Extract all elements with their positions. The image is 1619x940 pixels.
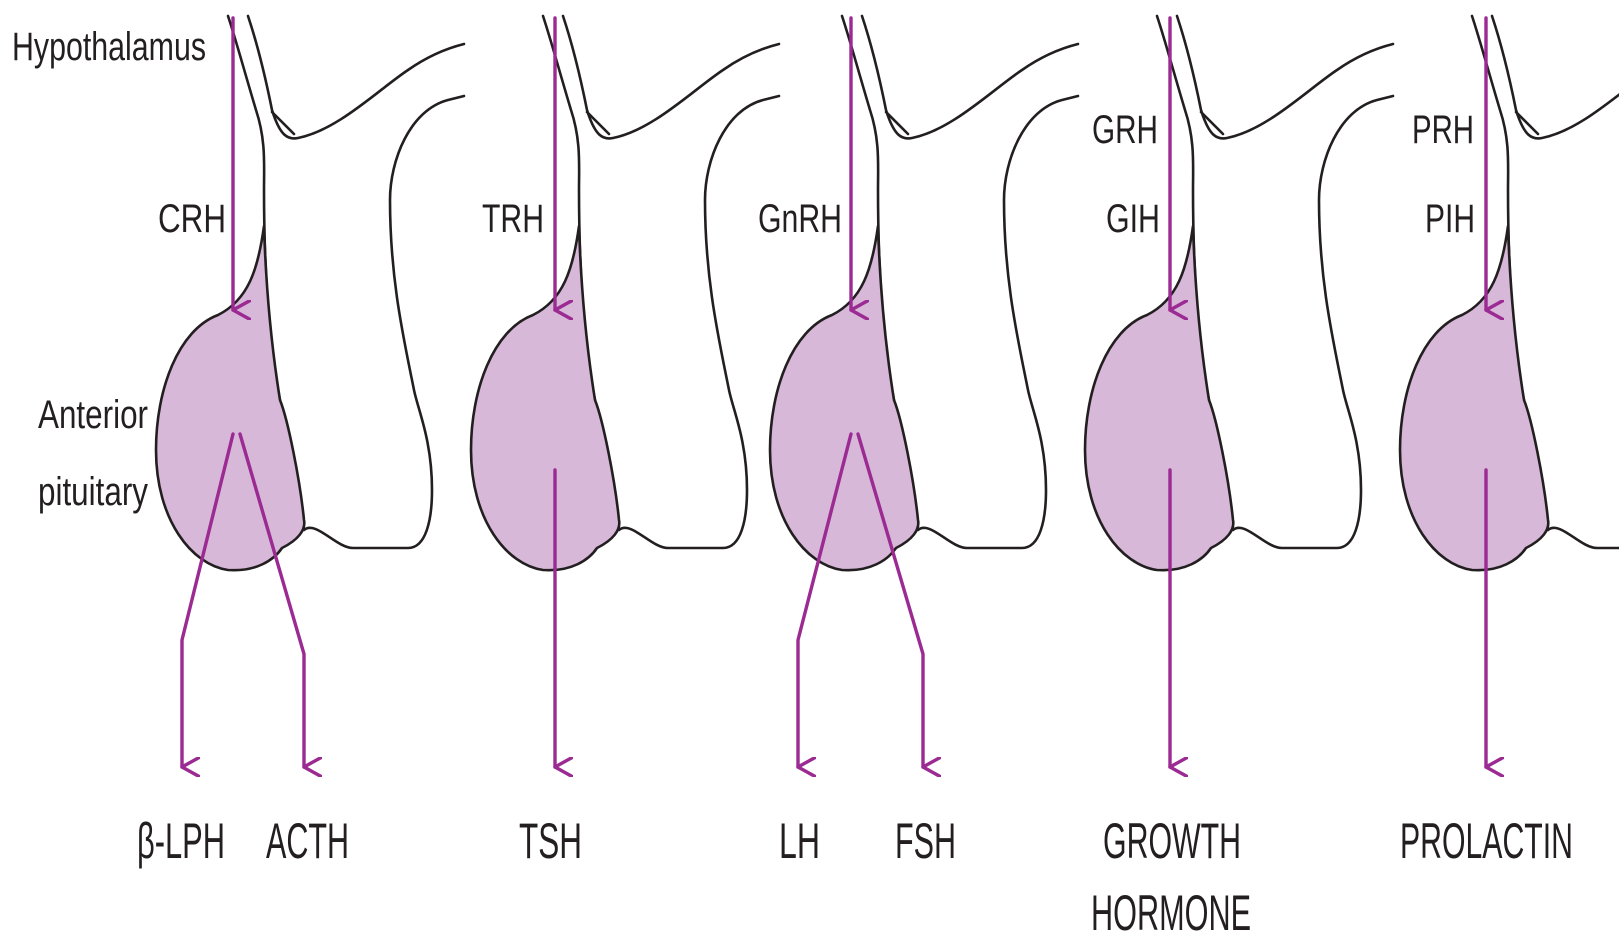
- gland-outline: [1400, 16, 1619, 570]
- panel-grh-gih: [1085, 16, 1393, 570]
- hormone-acth: ACTH: [266, 813, 349, 869]
- releasing-hormone-grh: GRH: [1092, 108, 1158, 152]
- hormone-beta-lph: β-LPH: [137, 813, 225, 869]
- gland-outline: [156, 16, 464, 570]
- hormone-fsh: FSH: [895, 813, 956, 869]
- releasing-hormone-gnrh: GnRH: [758, 197, 842, 241]
- anterior-pituitary-label-line1: Anterior: [38, 393, 148, 437]
- gland-outline: [770, 16, 1078, 570]
- anterior-pituitary-label-line2: pituitary: [38, 470, 148, 514]
- hormone-prolactin: PROLACTIN: [1400, 813, 1573, 869]
- panel-trh: [471, 16, 779, 570]
- inhibiting-hormone-gih: GIH: [1106, 197, 1160, 241]
- panel-prh-pih: [1400, 16, 1619, 570]
- hormone-tsh: TSH: [519, 813, 582, 869]
- gland-outline: [471, 16, 779, 570]
- hormone-lh: LH: [779, 813, 820, 869]
- panel-gnrh: [770, 16, 1078, 570]
- inhibiting-hormone-pih: PIH: [1425, 197, 1475, 241]
- panel-crh: [156, 16, 464, 570]
- releasing-hormone-prh: PRH: [1412, 108, 1474, 152]
- gland-outline: [1085, 16, 1393, 570]
- releasing-hormone-crh: CRH: [158, 197, 226, 241]
- hypothalamus-label: Hypothalamus: [12, 25, 206, 69]
- releasing-hormone-trh: TRH: [482, 197, 544, 241]
- hormone-growth-hormone-line2: HORMONE: [1091, 885, 1251, 940]
- hormone-growth-hormone-line1: GROWTH: [1103, 813, 1241, 869]
